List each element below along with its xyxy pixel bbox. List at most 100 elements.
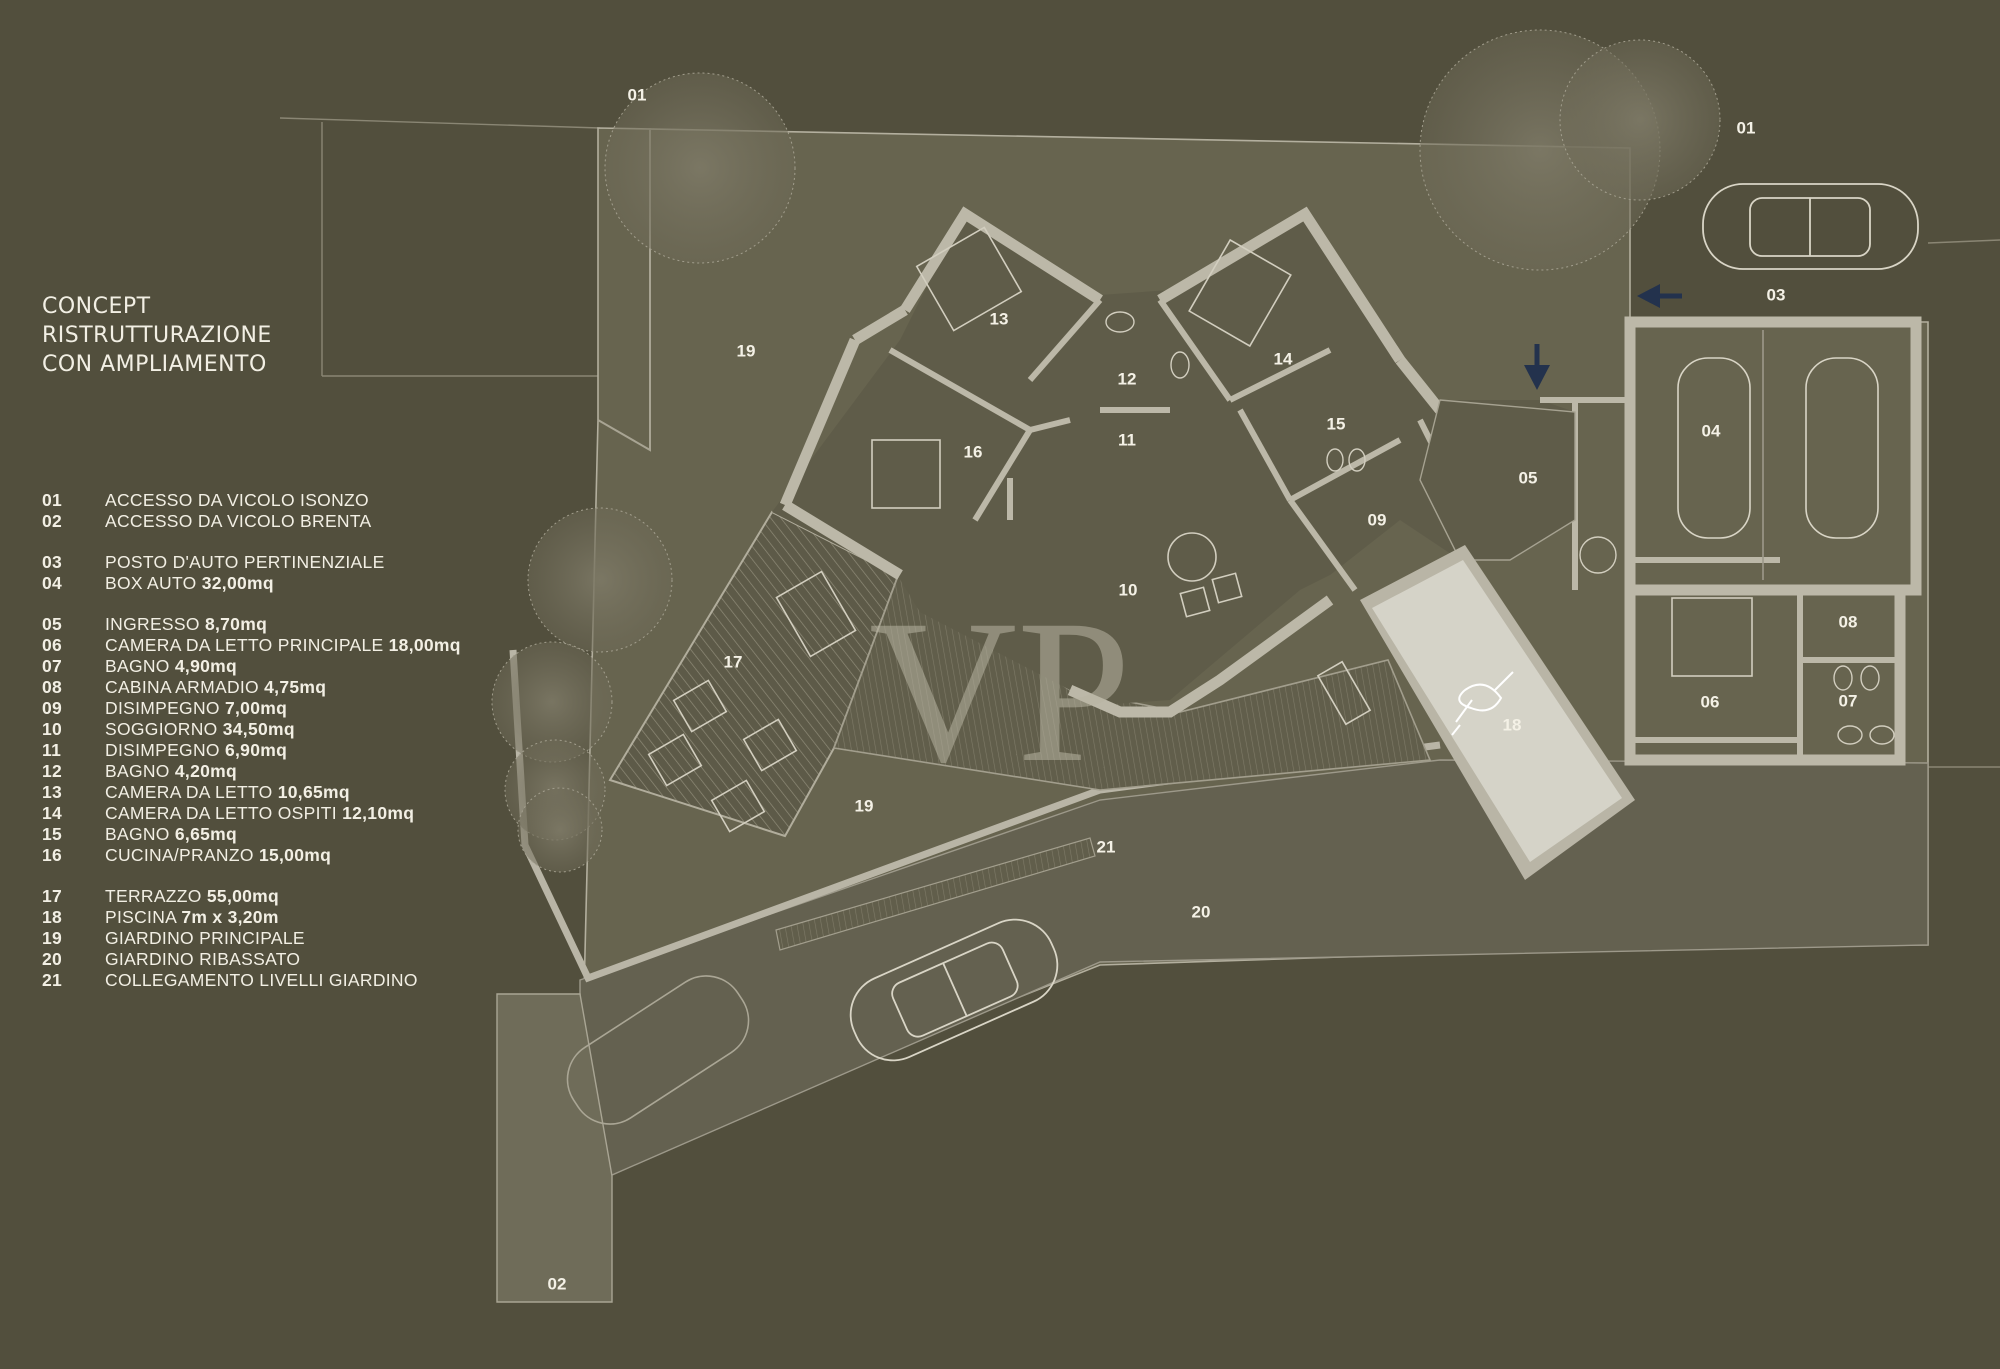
legend-number: 20 <box>42 949 63 969</box>
float-figure-icon <box>1451 671 1514 736</box>
label-06: 06 <box>1701 692 1720 711</box>
title-line: CON AMPLIAMENTO <box>42 352 267 377</box>
car-icon <box>849 918 1059 1062</box>
legend-area: 4,75mq <box>264 677 327 697</box>
legend-number: 15 <box>42 824 63 844</box>
car-icon <box>1702 183 1919 270</box>
legend-item: 16 CUCINA/PRANZO 15,00mq <box>42 845 461 866</box>
label-08: 08 <box>1839 612 1858 631</box>
legend-number: 12 <box>42 761 63 781</box>
legend-area: 32,00mq <box>201 573 274 593</box>
legend-item: 02 ACCESSO DA VICOLO BRENTA <box>42 511 461 532</box>
legend-number: 01 <box>42 490 63 510</box>
legend-area: 10,65mq <box>277 782 350 802</box>
label-18: 18 <box>1503 715 1522 734</box>
watermark-text: VP <box>869 578 1131 805</box>
garden-steps <box>775 837 1096 951</box>
legend-label: CUCINA/PRANZO 15,00mq <box>105 845 331 866</box>
legend-label: SOGGIORNO 34,50mq <box>105 719 295 740</box>
sun-lounger-icon <box>647 660 1372 833</box>
legend-description: CABINA ARMADIO <box>105 677 265 697</box>
legend-item: 07 BAGNO 4,90mq <box>42 656 461 677</box>
legend-item: 19 GIARDINO PRINCIPALE <box>42 928 461 949</box>
label-16: 16 <box>964 442 983 461</box>
legend-label: TERRAZZO 55,00mq <box>105 886 279 907</box>
site-boundary-lines <box>279 117 2000 768</box>
label-01-parking: 01 <box>1737 118 1756 137</box>
legend-description: POSTO D'AUTO PERTINENZIALE <box>105 552 385 572</box>
legend-label: POSTO D'AUTO PERTINENZIALE <box>105 552 385 573</box>
legend-label: CAMERA DA LETTO 10,65mq <box>105 782 350 803</box>
label-21: 21 <box>1097 837 1116 856</box>
legend-number: 11 <box>42 740 62 760</box>
tree-icon <box>491 29 1721 873</box>
label-02: 02 <box>548 1274 567 1293</box>
legend-number: 09 <box>42 698 63 718</box>
legend-number: 14 <box>42 803 63 823</box>
legend-description: DISIMPEGNO <box>105 740 225 760</box>
legend-description: GIARDINO PRINCIPALE <box>105 928 305 948</box>
legend-item: 15 BAGNO 6,65mq <box>42 824 461 845</box>
label-19-north: 19 <box>737 341 756 360</box>
pool <box>1360 545 1635 880</box>
legend-number: 21 <box>42 970 63 990</box>
legend-number: 04 <box>42 573 63 593</box>
legend-number: 16 <box>42 845 63 865</box>
label-04: 04 <box>1702 421 1721 440</box>
legend-number: 17 <box>42 886 63 906</box>
legend-number: 19 <box>42 928 63 948</box>
legend-number: 18 <box>42 907 63 927</box>
legend-number: 03 <box>42 552 63 572</box>
legend-item: 14 CAMERA DA LETTO OSPITI 12,10mq <box>42 803 461 824</box>
legend-label: DISIMPEGNO 6,90mq <box>105 740 287 761</box>
legend-item: 10 SOGGIORNO 34,50mq <box>42 719 461 740</box>
legend-description: GIARDINO RIBASSATO <box>105 949 301 969</box>
legend-area: 6,90mq <box>224 740 288 760</box>
car-outline-icon <box>566 975 750 1125</box>
plan-labels: 01 01 02 03 04 05 06 07 08 09 10 11 12 1… <box>548 85 1858 1293</box>
legend-number: 06 <box>42 635 63 655</box>
legend-label: DISIMPEGNO 7,00mq <box>105 698 287 719</box>
legend-number: 07 <box>42 656 63 676</box>
label-13: 13 <box>990 309 1009 328</box>
car-icon <box>1677 330 1879 580</box>
legend-label: BAGNO 6,65mq <box>105 824 237 845</box>
legend-item: 13 CAMERA DA LETTO 10,65mq <box>42 782 461 803</box>
house-walls <box>779 206 1922 766</box>
legend-description: ACCESSO DA VICOLO BRENTA <box>105 511 372 531</box>
legend-item: 12 BAGNO 4,20mq <box>42 761 461 782</box>
legend-label: CABINA ARMADIO 4,75mq <box>105 677 326 698</box>
legend-area: 12,10mq <box>342 803 415 823</box>
label-09: 09 <box>1368 510 1387 529</box>
legend-description: COLLEGAMENTO LIVELLI GIARDINO <box>105 970 418 990</box>
legend-area: 7m x 3,20m <box>181 907 279 927</box>
legend-number: 10 <box>42 719 63 739</box>
label-01-isonzo: 01 <box>628 85 647 104</box>
legend-description: BAGNO <box>105 656 175 676</box>
table-icon <box>775 439 1243 658</box>
legend-number: 05 <box>42 614 63 634</box>
legend-label: CAMERA DA LETTO OSPITI 12,10mq <box>105 803 414 824</box>
legend-item: 03 POSTO D'AUTO PERTINENZIALE <box>42 552 461 573</box>
legend-item: 06 CAMERA DA LETTO PRINCIPALE 18,00mq <box>42 635 461 656</box>
legend-number: 13 <box>42 782 63 802</box>
legend-description: BAGNO <box>105 824 175 844</box>
title-line: CONCEPT <box>42 294 151 319</box>
legend-description: BAGNO <box>105 761 175 781</box>
legend-description: CAMERA DA LETTO OSPITI <box>105 803 343 823</box>
legend-label: ACCESSO DA VICOLO BRENTA <box>105 511 372 532</box>
label-12: 12 <box>1118 369 1137 388</box>
legend-label: GIARDINO RIBASSATO <box>105 949 300 970</box>
legend-area: 4,20mq <box>174 761 237 781</box>
legend-area: 4,90mq <box>174 656 237 676</box>
legend-label: BAGNO 4,20mq <box>105 761 237 782</box>
legend-number: 02 <box>42 511 63 531</box>
legend-label: CAMERA DA LETTO PRINCIPALE 18,00mq <box>105 635 461 656</box>
legend-description: DISIMPEGNO <box>105 698 225 718</box>
